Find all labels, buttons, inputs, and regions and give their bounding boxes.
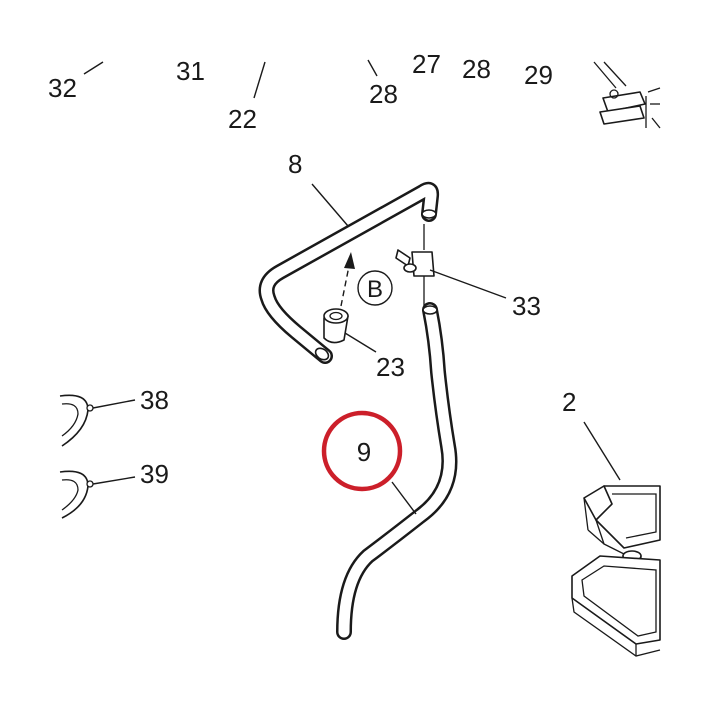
bracket-part-29 xyxy=(593,61,661,129)
ring-part-39 xyxy=(59,470,94,519)
ring-part-38 xyxy=(59,394,94,447)
callout-39: 39 xyxy=(140,459,169,489)
rigid-pipe-8 xyxy=(258,181,440,364)
callout-28a: 28 xyxy=(369,79,398,109)
leader-23 xyxy=(344,332,377,353)
clamp-23 xyxy=(323,308,349,344)
view-marker-b: B xyxy=(357,270,393,306)
callout-23: 23 xyxy=(376,352,405,382)
flexible-hose-9 xyxy=(336,302,458,640)
callout-31: 31 xyxy=(176,56,205,86)
callout-33: 33 xyxy=(512,291,541,321)
leader-28a xyxy=(367,59,378,77)
callout-9: 9 xyxy=(357,437,371,467)
callout-22: 22 xyxy=(228,104,257,134)
assembly-arrow xyxy=(340,252,355,307)
leader-22 xyxy=(253,61,266,99)
leader-9 xyxy=(391,481,417,515)
callout-38: 38 xyxy=(140,385,169,415)
leader-8 xyxy=(311,183,349,227)
callout-8: 8 xyxy=(288,149,302,179)
callout-29: 29 xyxy=(524,60,553,90)
callout-2: 2 xyxy=(562,387,576,417)
leader-2 xyxy=(583,421,621,481)
leader-33 xyxy=(429,269,507,299)
connector-33 xyxy=(395,224,435,306)
callout-27: 27 xyxy=(412,49,441,79)
leader-32 xyxy=(83,61,104,75)
view-marker-label: B xyxy=(367,276,383,303)
callout-32: 32 xyxy=(48,73,77,103)
callout-28b: 28 xyxy=(462,54,491,84)
leader-38 xyxy=(92,399,136,409)
housing-part-2 xyxy=(571,485,661,657)
leader-39 xyxy=(92,476,136,485)
highlight-callout-9: 9 xyxy=(321,410,403,492)
